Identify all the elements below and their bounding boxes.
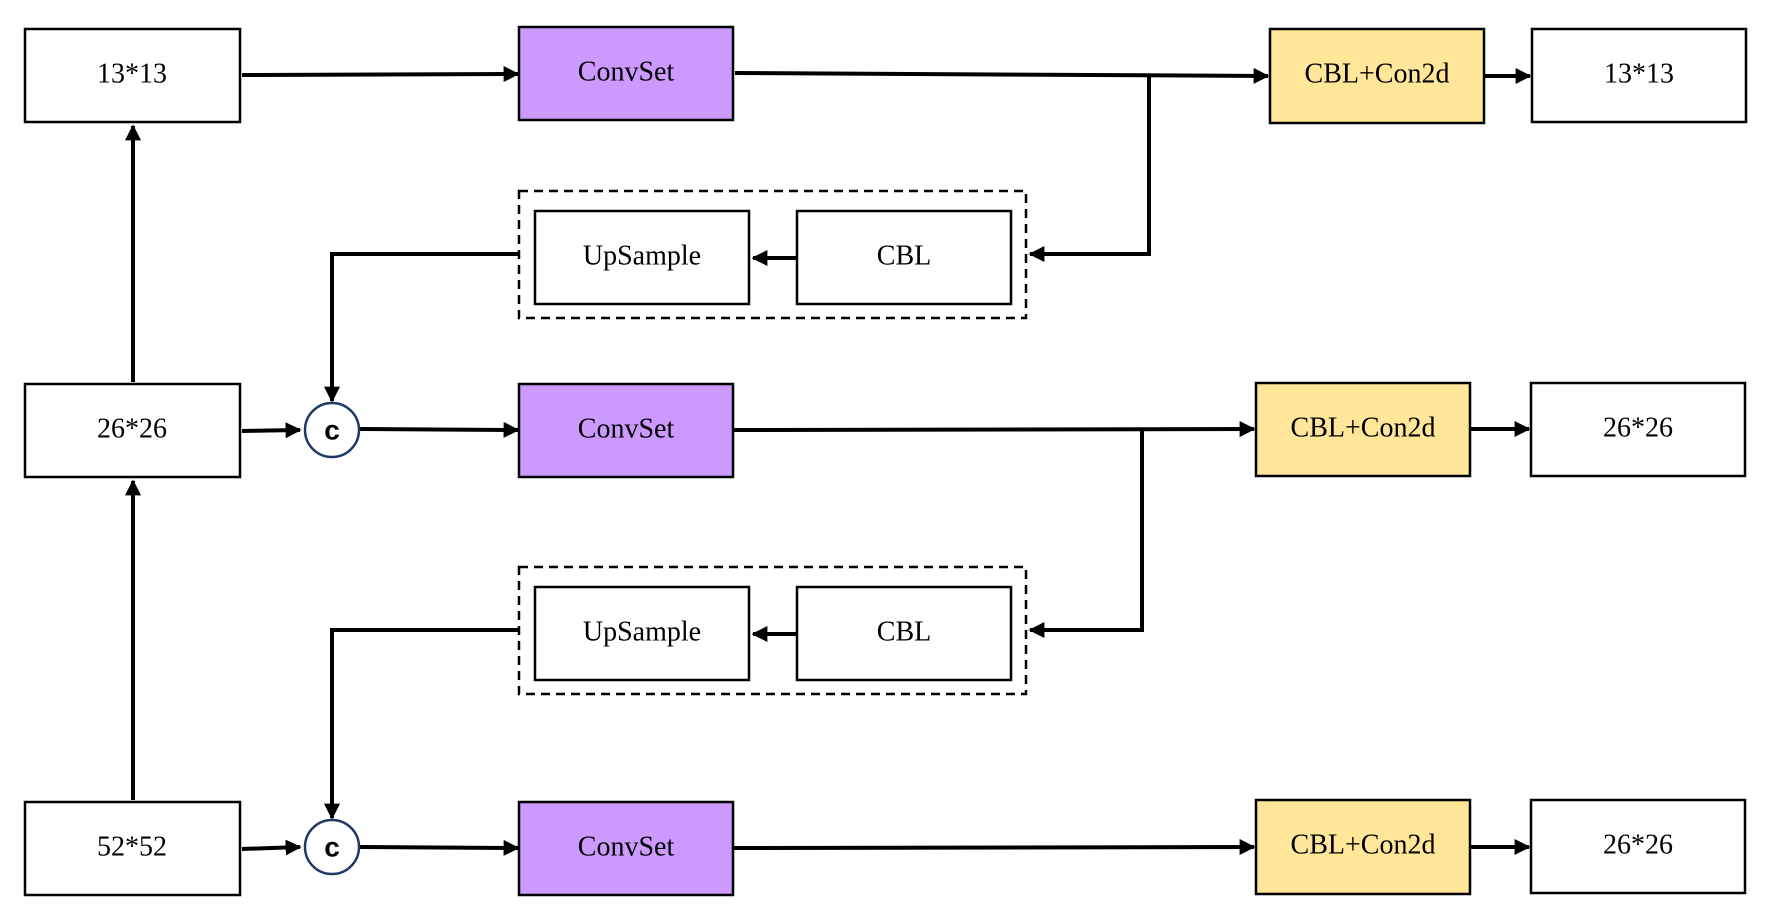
upsample-label-2: UpSample <box>583 616 701 647</box>
upsample-box-1 <box>533 209 751 306</box>
input-label-26: 26*26 <box>97 413 167 444</box>
arrow-branch1-to-cbl1 <box>1028 75 1151 262</box>
input-label-13: 13*13 <box>97 58 167 89</box>
convset-box-3 <box>517 800 735 897</box>
output-label-3: 26*26 <box>1603 829 1673 860</box>
upsample-box-2 <box>533 585 751 682</box>
input-label-52: 52*52 <box>97 831 167 862</box>
output-box-1 <box>1530 27 1748 124</box>
arrow-input3-to-concat2 <box>241 839 302 856</box>
output-box-3 <box>1529 798 1747 895</box>
convset-label-2: ConvSet <box>578 413 675 444</box>
arrow-convset2-to-head2 <box>732 421 1256 438</box>
concat-node-1 <box>303 401 361 459</box>
upsample-label-1: UpSample <box>583 240 701 271</box>
convset-box-1 <box>517 25 735 122</box>
head-label-2: CBL+Con2d <box>1291 412 1436 443</box>
concat-node-2 <box>303 818 361 876</box>
upsample-block-1: UpSample CBL <box>533 209 1013 306</box>
head-label-3: CBL+Con2d <box>1291 829 1436 860</box>
input-box-26 <box>23 382 242 479</box>
convset-box-2 <box>517 382 735 479</box>
cbl-label-1: CBL <box>877 240 931 271</box>
row-2: 26*26 c ConvSet CBL+Con2d 26*26 <box>23 381 1747 479</box>
convset-label-1: ConvSet <box>578 56 675 87</box>
cbl-box-1 <box>795 209 1013 306</box>
arrow-convset1-to-head1 <box>734 67 1270 84</box>
upsample-block-2: UpSample CBL <box>533 585 1013 682</box>
cbl-box-2 <box>795 585 1013 682</box>
cbl-label-2: CBL <box>877 616 931 647</box>
arrow-branch2-to-cbl2 <box>1028 429 1144 638</box>
head-box-2 <box>1254 381 1472 478</box>
output-box-2 <box>1529 381 1747 478</box>
output-label-1: 13*13 <box>1604 58 1674 89</box>
output-label-2: 26*26 <box>1603 412 1673 443</box>
arrow-convset3-to-head3 <box>732 839 1256 856</box>
head-box-3 <box>1254 798 1472 896</box>
row-1: 13*13 ConvSet CBL+Con2d 13*13 <box>23 25 1748 125</box>
arrow-concat1-to-convset2 <box>359 421 520 438</box>
upsample-group-2 <box>517 565 1028 696</box>
upsample-group-1 <box>517 189 1028 320</box>
arrow-input1-to-convset1 <box>241 66 520 83</box>
arrow-upsample2-to-concat2 <box>324 628 518 820</box>
connectors <box>125 66 1532 856</box>
concat-label-2: c <box>324 831 340 862</box>
arrow-concat2-to-convset3 <box>359 839 520 856</box>
arrow-upsample1-to-concat1 <box>324 252 518 403</box>
convset-label-3: ConvSet <box>578 831 675 862</box>
head-box-1 <box>1268 27 1486 125</box>
input-box-13 <box>23 27 242 124</box>
concat-label-1: c <box>324 414 340 445</box>
head-label-1: CBL+Con2d <box>1305 58 1450 89</box>
arrow-input2-to-concat1 <box>241 422 302 439</box>
input-box-52 <box>23 800 242 897</box>
row-3: 52*52 c ConvSet CBL+Con2d 26*26 <box>23 798 1747 897</box>
